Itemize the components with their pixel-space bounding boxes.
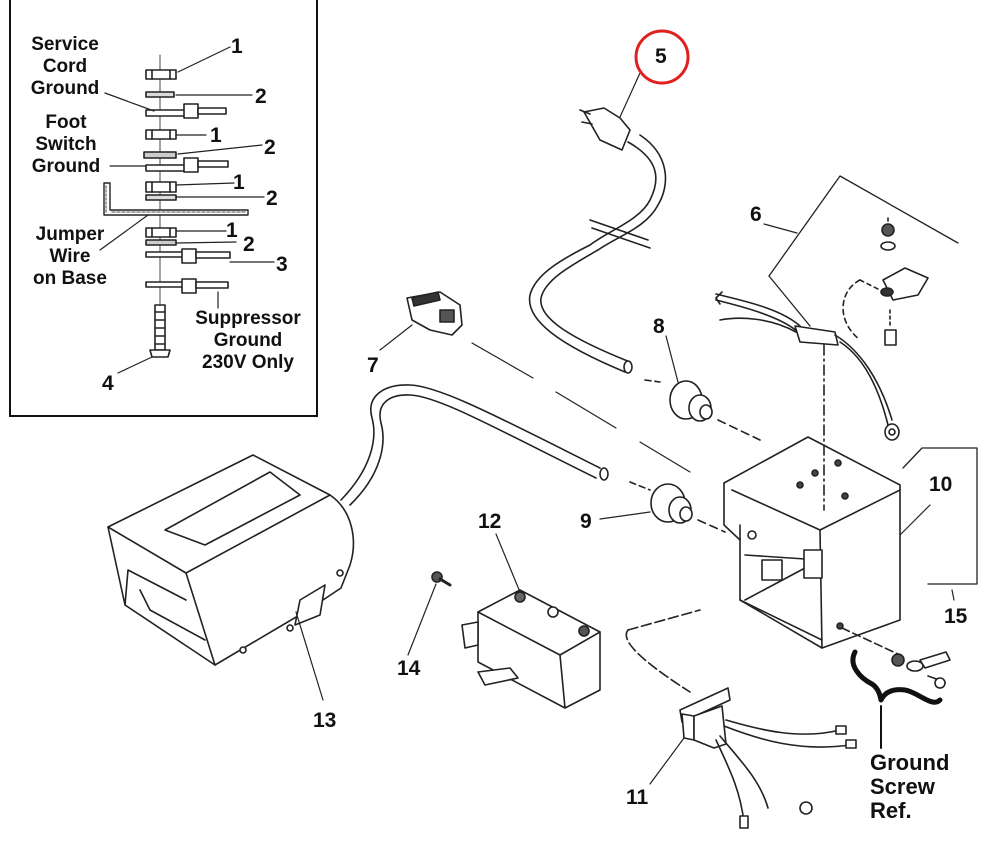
- label-suppressor-ground: Suppressor Ground 230V Only: [195, 308, 301, 373]
- callout-6: 6: [750, 203, 762, 226]
- callout-14: 14: [397, 657, 421, 680]
- inset-callout-4: 4: [102, 372, 114, 395]
- switch-clip-drawing: [379, 291, 691, 473]
- callout-15: 15: [944, 605, 968, 628]
- callout-12: 12: [478, 510, 502, 533]
- ground-stack-inset: [9, 0, 318, 417]
- inset-callout-2: 2: [264, 136, 276, 159]
- label-foot-switch-ground: Foot Switch Ground: [31, 112, 101, 177]
- inset-callout-1: 1: [210, 124, 222, 147]
- enclosure-box-drawing: [723, 436, 978, 749]
- ground-stack-drawing: [99, 46, 275, 374]
- ground-screw-parts: [891, 651, 951, 689]
- foot-switch-drawing: [107, 384, 609, 701]
- suppressor-module-drawing: [625, 609, 857, 829]
- inset-callout-2: 2: [243, 233, 255, 256]
- callout-11: 11: [626, 786, 649, 809]
- inset-callout-1: 1: [226, 219, 238, 242]
- callout-8: 8: [653, 315, 665, 338]
- inset-callout-2: 2: [266, 187, 278, 210]
- strain-relief-9-drawing: [599, 481, 726, 533]
- label-service-cord-ground: Service Cord Ground: [30, 34, 100, 99]
- callout-13: 13: [313, 709, 337, 732]
- inset-callout-2: 2: [255, 85, 267, 108]
- inset-callout-1: 1: [233, 171, 245, 194]
- callout-5: 5: [655, 45, 667, 68]
- inset-callout-1: 1: [231, 35, 243, 58]
- inset-callout-3: 3: [276, 253, 288, 276]
- screw-14-drawing: [407, 571, 452, 656]
- suppressor-drawing: [715, 175, 959, 511]
- callout-7: 7: [367, 354, 379, 377]
- switch-drawing: [461, 533, 601, 709]
- callout-9: 9: [580, 510, 592, 533]
- strain-relief-8-drawing: [644, 335, 761, 441]
- label-jumper-wire: Jumper Wire on Base: [33, 224, 107, 289]
- service-cord-drawing: [528, 72, 667, 374]
- label-ground-screw-ref: Ground Screw Ref.: [870, 750, 950, 823]
- callout-10: 10: [929, 473, 953, 496]
- ground-screw-brace: [850, 649, 943, 705]
- highlight-circle: [634, 29, 690, 85]
